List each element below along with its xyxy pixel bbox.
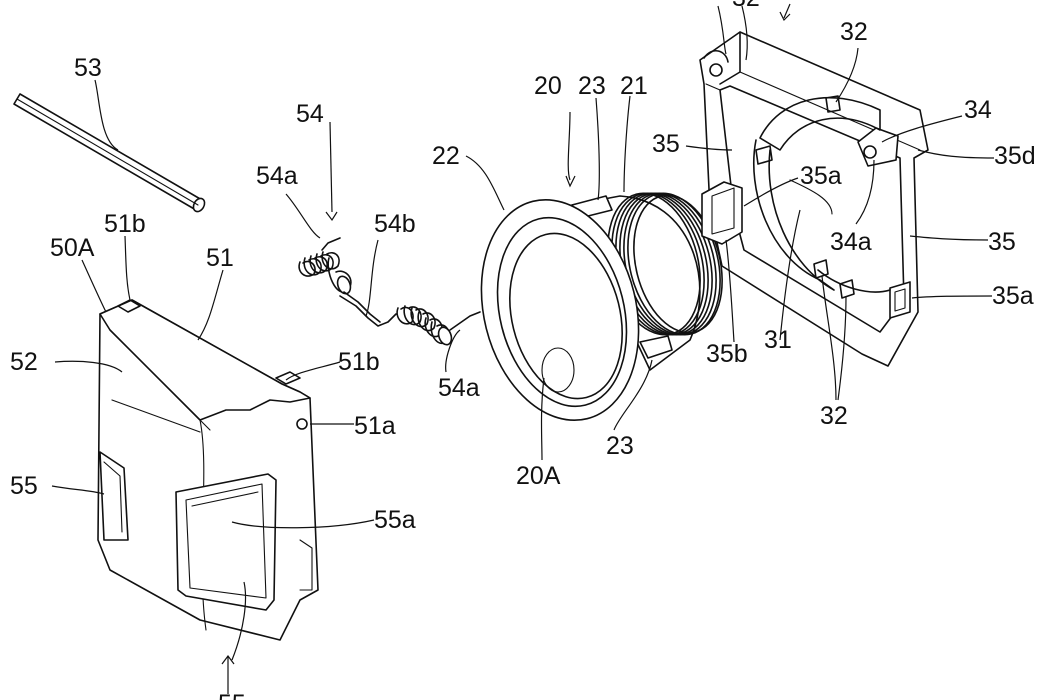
leader-lines: [51, 3, 995, 694]
label-21: 21: [620, 72, 648, 100]
spring-coil-right: [396, 305, 453, 346]
label-35a-right: 35a: [992, 282, 1034, 310]
label-52: 52: [10, 348, 38, 376]
lens-unit-20: [480, 192, 723, 422]
label-20: 20: [534, 72, 562, 100]
label-55-left: 55: [10, 472, 38, 500]
label-23-bottom: 23: [606, 432, 634, 460]
label-34: 34: [964, 96, 992, 124]
label-35a-mid: 35a: [800, 162, 842, 190]
label-50A: 50A: [50, 234, 95, 262]
label-54a-bottom: 54a: [438, 374, 480, 402]
label-23-top: 23: [578, 72, 606, 100]
label-55a: 55a: [374, 506, 416, 534]
reference-labels: 53 54 54a 54b 54a 50A 51b 51 52 51b 51a …: [10, 0, 1036, 700]
label-35b: 35b: [706, 340, 748, 368]
label-51b-right: 51b: [338, 348, 380, 376]
cover-50A: [97, 299, 319, 641]
spring-coil-left: [298, 251, 352, 295]
label-54: 54: [296, 100, 324, 128]
holder-35: [699, 31, 929, 367]
label-31: 31: [764, 326, 792, 354]
label-22: 22: [432, 142, 460, 170]
lens-flange-22: [480, 198, 640, 422]
label-35-upper: 35: [652, 130, 680, 158]
label-32-lower: 32: [820, 402, 848, 430]
label-35-right: 35: [988, 228, 1016, 256]
spring-54: [298, 237, 481, 346]
label-54b: 54b: [374, 210, 416, 238]
label-32-top-cut: 32: [732, 0, 760, 12]
label-35d: 35d: [994, 142, 1036, 170]
label-51a: 51a: [354, 412, 396, 440]
label-51b-top: 51b: [104, 210, 146, 238]
rod-53: [13, 93, 206, 213]
label-51: 51: [206, 244, 234, 272]
label-32-upper: 32: [840, 18, 868, 46]
label-54a-top: 54a: [256, 162, 298, 190]
label-55-bottom: 55: [218, 690, 246, 700]
label-53: 53: [74, 54, 102, 82]
label-20A: 20A: [516, 462, 561, 490]
label-34a: 34a: [830, 228, 872, 256]
